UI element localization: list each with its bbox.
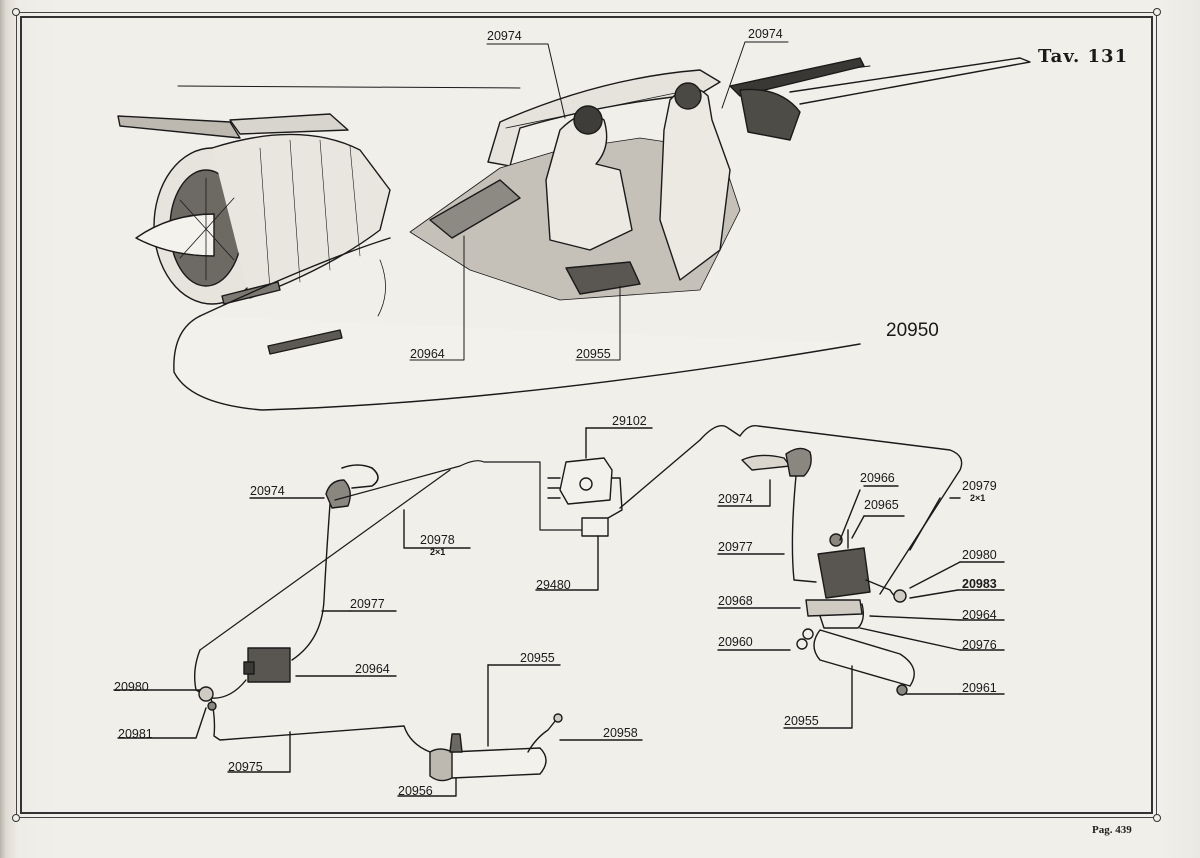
label-aircraft-panel: 20964 — [410, 347, 445, 361]
label-left-hose-qty: 2×1 — [430, 547, 446, 557]
label-box: 29480 — [536, 578, 571, 592]
label-right-regulator: 20965 — [864, 498, 899, 512]
label-right-panel: 20964 — [962, 608, 997, 622]
label-left-hose-short: 20977 — [350, 597, 385, 611]
page-number: Pag. 439 — [1092, 824, 1132, 836]
label-right-hose-long: 20979 — [962, 479, 997, 493]
label-right-bracket: 20968 — [718, 594, 753, 608]
aircraft-reference-number: 20950 — [886, 320, 939, 341]
label-right-regulator-top: 20966 — [860, 471, 895, 485]
label-left-mask: 20974 — [250, 484, 285, 498]
label-left-gauge-pipe: 20958 — [603, 726, 638, 740]
label-left-bottle: 20955 — [520, 651, 555, 665]
plate-title: Tav. 131 — [1038, 46, 1129, 67]
label-right-hose-long-qty: 2×1 — [970, 493, 986, 503]
label-aircraft-mask-left: 20974 — [487, 29, 522, 43]
label-aircraft-seat: 20955 — [576, 347, 611, 361]
label-right-bottle-valve: 20960 — [718, 635, 753, 649]
label-right-cock: 20983 — [962, 577, 997, 591]
right-oxygen-system — [717, 447, 1005, 729]
left-oxygen-system — [113, 460, 643, 797]
frame-corner-ornament — [12, 814, 20, 822]
label-left-connector: 20981 — [118, 727, 153, 741]
page-frame-outer — [16, 12, 1157, 818]
frame-corner-ornament — [1153, 814, 1161, 822]
label-left-pipe: 20975 — [228, 760, 263, 774]
label-left-valve: 20980 — [114, 680, 149, 694]
label-left-hose: 20978 — [420, 533, 455, 547]
center-indicator — [535, 425, 963, 595]
aircraft-cutaway — [117, 57, 1031, 411]
label-right-valve: 20980 — [962, 548, 997, 562]
label-left-regulator: 20964 — [355, 662, 390, 676]
label-right-bottle: 20955 — [784, 714, 819, 728]
label-indicator: 29102 — [612, 414, 647, 428]
label-right-cap: 20961 — [962, 681, 997, 695]
label-left-bottle-valve: 20956 — [398, 784, 433, 798]
frame-corner-ornament — [1153, 8, 1161, 16]
label-right-hose: 20977 — [718, 540, 753, 554]
label-aircraft-mask-right: 20974 — [748, 27, 783, 41]
label-right-pipe: 20976 — [962, 638, 997, 652]
page-frame-inner — [20, 16, 1153, 814]
label-right-mask: 20974 — [718, 492, 753, 506]
frame-corner-ornament — [12, 8, 20, 16]
